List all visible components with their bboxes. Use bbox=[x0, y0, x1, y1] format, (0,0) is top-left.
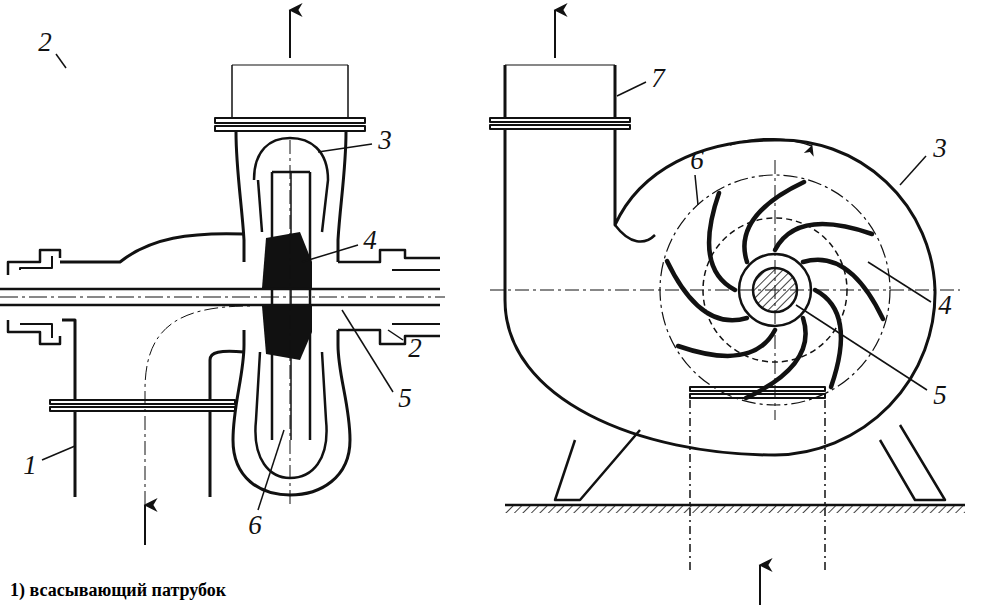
callout-number: 2 bbox=[38, 29, 52, 56]
callout-number: 1 bbox=[23, 452, 37, 479]
caption-wrap: 1) всасывающий патрубок bbox=[10, 580, 226, 601]
callout-number: 6 bbox=[248, 512, 262, 539]
callout-wrap: 4 bbox=[945, 305, 959, 332]
section-view bbox=[0, 10, 445, 545]
leader-lines bbox=[42, 54, 931, 510]
callout-number: 4 bbox=[363, 227, 377, 254]
callout-wrap: 3 bbox=[940, 148, 954, 175]
callout-wrap: 1 bbox=[30, 465, 44, 492]
callout-number: 3 bbox=[933, 135, 947, 162]
callout-number: 7 bbox=[651, 65, 665, 92]
callout-wrap: 3 bbox=[385, 140, 399, 167]
callout-wrap: 4 bbox=[370, 240, 384, 267]
callout-wrap: 2 bbox=[45, 42, 59, 69]
callout-number: 5 bbox=[398, 385, 412, 412]
caption: 1) всасывающий патрубок bbox=[10, 580, 226, 601]
callout-number: 4 bbox=[938, 292, 952, 319]
callout-wrap: 5 bbox=[940, 395, 954, 422]
callout-number: 6 bbox=[690, 147, 704, 174]
callout-wrap: 5 bbox=[405, 398, 419, 425]
callout-wrap: 7 bbox=[658, 78, 672, 105]
callout-wrap: 2 bbox=[415, 348, 429, 375]
front-view bbox=[490, 10, 965, 605]
callout-wrap: 6 bbox=[255, 525, 269, 552]
callout-number: 2 bbox=[408, 335, 422, 362]
callout-number: 5 bbox=[933, 382, 947, 409]
callout-number: 3 bbox=[378, 127, 392, 154]
callout-wrap: 6 bbox=[697, 160, 711, 187]
